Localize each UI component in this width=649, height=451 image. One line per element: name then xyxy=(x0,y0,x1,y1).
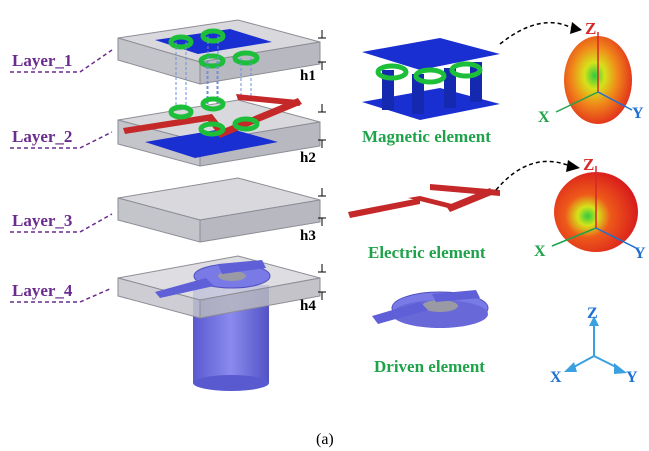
electric-element-3d xyxy=(348,184,500,218)
layer-2-magnetic-patch xyxy=(145,128,278,158)
electric-element-label: Electric element xyxy=(368,243,486,262)
coord-axis-y: Y xyxy=(626,369,638,386)
layer-label-1: Layer_1 xyxy=(12,51,72,70)
coord-axis-z: Z xyxy=(587,305,598,322)
pattern2-axis-z: Z xyxy=(583,155,594,174)
coordinate-axes xyxy=(564,316,627,374)
layer-pointers xyxy=(10,49,113,303)
electric-radiation-pattern xyxy=(551,166,638,252)
layer-label-3: Layer_3 xyxy=(12,211,72,230)
layer-1-rings xyxy=(168,28,260,69)
driven-element-label: Driven element xyxy=(374,357,485,376)
pattern2-axis-y: Y xyxy=(634,245,646,262)
driven-element-3d xyxy=(372,290,489,328)
electric-pattern-arrowhead xyxy=(566,160,580,172)
layer-3-substrate xyxy=(117,177,321,243)
layer-2-rings xyxy=(168,96,260,137)
layer-label-2: Layer_2 xyxy=(12,127,72,146)
magnetic-radiation-pattern xyxy=(555,32,633,124)
pattern1-axis-y: Y xyxy=(632,105,644,122)
magnetic-element-label: Magnetic element xyxy=(362,127,491,146)
magnetic-pattern-arrow xyxy=(499,21,573,45)
magnetic-element-3d xyxy=(362,38,500,120)
figure-caption: (a) xyxy=(316,431,334,448)
coord-axis-x: X xyxy=(550,369,562,386)
height-label-h1: h1 xyxy=(300,68,316,84)
pattern1-axis-x: X xyxy=(538,109,550,126)
height-label-h4: h4 xyxy=(300,298,316,314)
layer-label-4: Layer_4 xyxy=(12,281,73,300)
pattern1-axis-z: Z xyxy=(585,19,596,38)
height-label-h3: h3 xyxy=(300,228,316,244)
magnetic-pattern-arrowhead xyxy=(570,22,582,34)
layer-4-feed-patch xyxy=(155,260,271,298)
height-label-h2: h2 xyxy=(300,150,316,166)
pattern2-axis-x: X xyxy=(534,243,546,260)
height-markers xyxy=(318,30,326,300)
electric-pattern-arrow xyxy=(495,160,571,191)
